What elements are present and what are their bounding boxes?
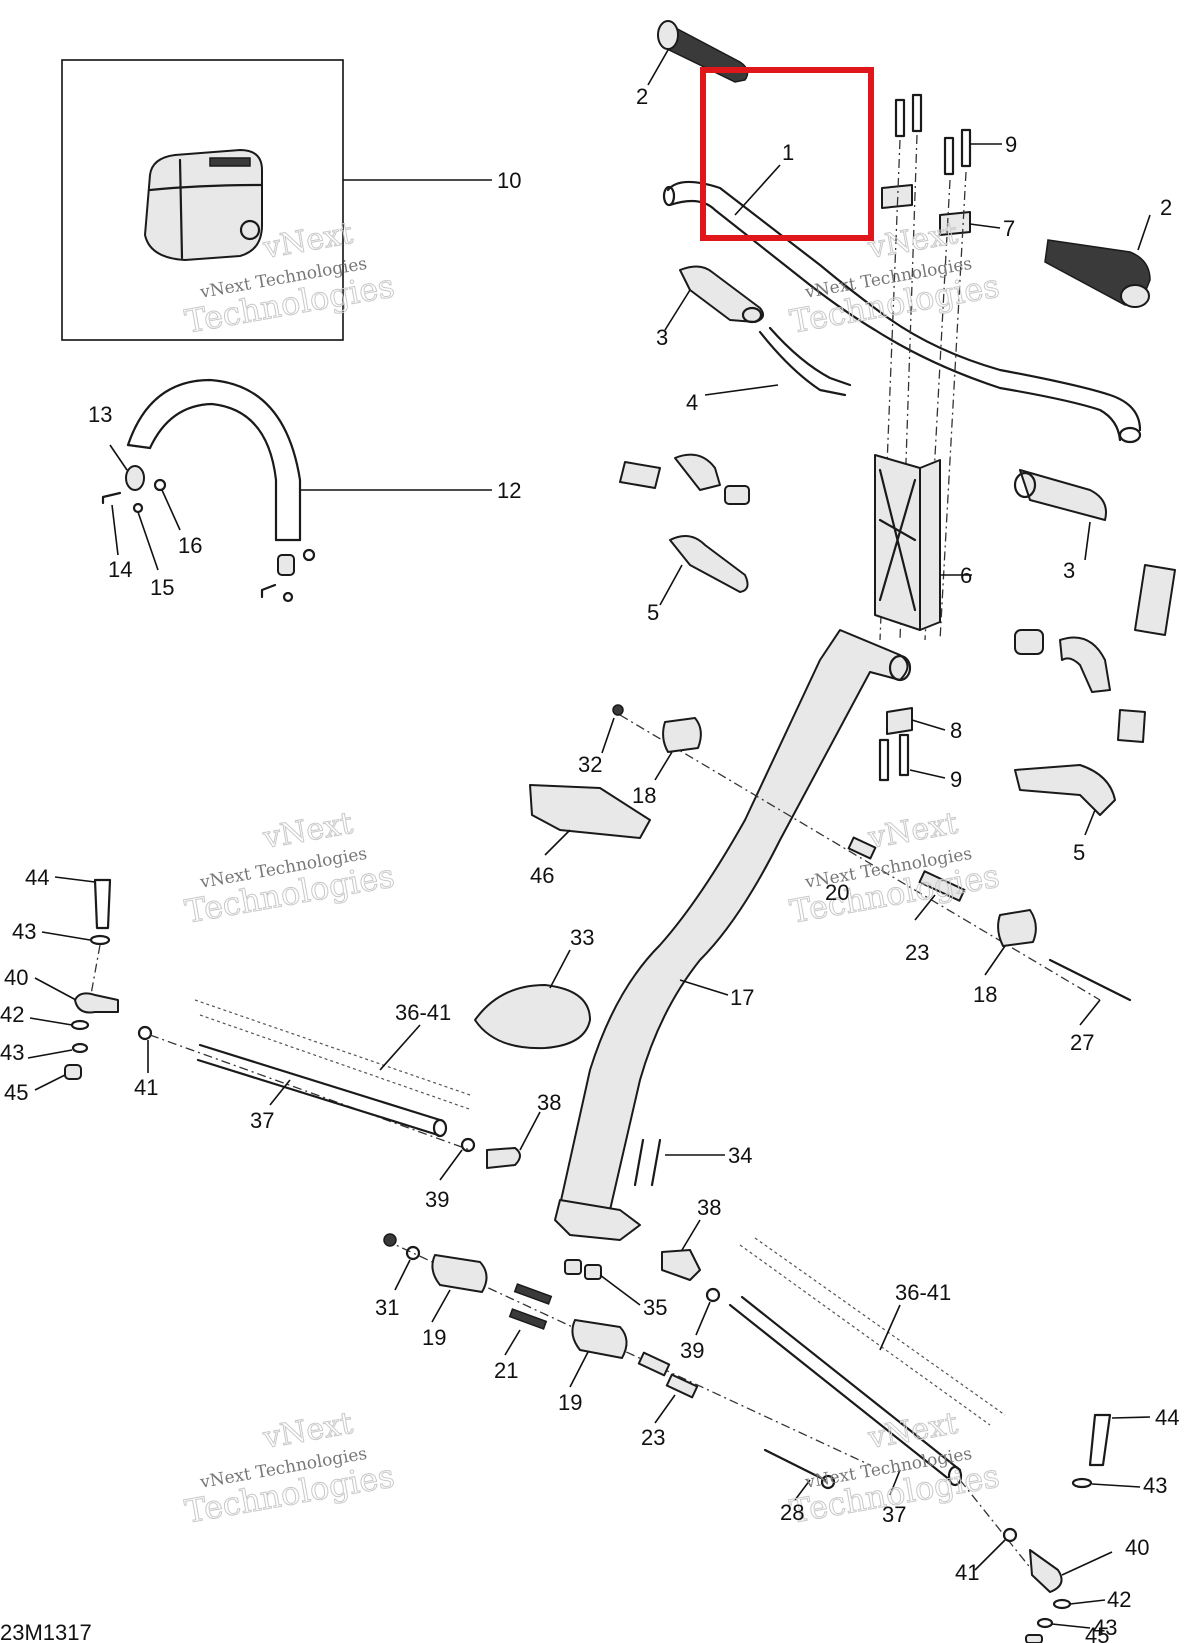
part-7-clamps [879,93,1002,641]
callout-37: 37 [250,1108,274,1133]
callout-40: 40 [1125,1535,1149,1560]
callout-1: 1 [782,140,794,165]
callout-35: 35 [643,1295,667,1320]
part-8-bracket-lower [878,707,946,782]
callout-38: 38 [697,1195,721,1220]
callout-33: 33 [570,925,594,950]
part-6-riser-bracket [874,454,972,631]
callout-14: 14 [108,557,132,582]
callout-2: 2 [1160,195,1172,220]
callout-18: 18 [632,783,656,808]
callout-5: 5 [1073,840,1085,865]
callout-39: 39 [680,1338,704,1363]
callout-27: 27 [1070,1030,1094,1055]
callout-23: 23 [641,1425,665,1450]
inset-box-handlebar-cover [61,59,492,341]
callout-36-41: 36-41 [895,1280,951,1305]
part-3-housing-left [664,265,765,331]
part-1-handlebar [662,164,1142,444]
callout-45: 45 [4,1080,28,1105]
callout-39: 39 [425,1187,449,1212]
callout-19: 19 [422,1325,446,1350]
callout-6: 6 [960,563,972,588]
callout-13: 13 [88,402,112,427]
callout-46: 46 [530,863,554,888]
callout-40: 40 [4,965,28,990]
callout-21: 21 [494,1358,518,1383]
part-2-grip-left [647,20,749,86]
callout-10: 10 [497,168,521,193]
callout-34: 34 [728,1143,752,1168]
callout-19: 19 [558,1390,582,1415]
callout-17: 17 [730,985,754,1010]
callout-12: 12 [497,478,521,503]
callout-43: 43 [1093,1615,1117,1640]
callout-41: 41 [955,1560,979,1585]
part-17-steering-column [554,629,912,1241]
left-tie-rod-assembly [27,876,541,1181]
callout-2: 2 [636,84,648,109]
callout-9: 9 [950,767,962,792]
callout-42: 42 [0,1002,24,1027]
callout-7: 7 [1003,216,1015,241]
callout-41: 41 [134,1075,158,1100]
callout-45: 45 [1085,1623,1109,1643]
highlight-box-part-1 [700,67,874,241]
diagram-code: 23M1317 [0,1620,92,1643]
callout-36-41: 36-41 [395,1000,451,1025]
callout-15: 15 [150,575,174,600]
callout-28: 28 [780,1500,804,1525]
callout-20: 20 [825,880,849,905]
callout-43: 43 [0,1040,24,1065]
right-tie-rod-assembly [661,1219,1151,1643]
callout-44: 44 [25,865,49,890]
part-46-plate [529,784,651,856]
callout-38: 38 [537,1090,561,1115]
callout-9: 9 [1005,132,1017,157]
callout-43: 43 [12,919,36,944]
callout-8: 8 [950,718,962,743]
part-12-hoop [101,378,492,603]
upper-linkage [601,704,1132,1026]
callout-44: 44 [1155,1405,1179,1430]
callout-43: 43 [1143,1473,1167,1498]
part-5-elbow-right [1014,564,1176,836]
small-brackets [619,453,750,606]
callout-37: 37 [882,1502,906,1527]
lower-centre-linkage [383,1138,871,1501]
part-33-cover [474,949,591,1050]
callout-3: 3 [656,325,668,350]
callout-18: 18 [973,982,997,1007]
callout-32: 32 [578,752,602,777]
part-3-housing-right [1013,469,1107,561]
callout-3: 3 [1063,558,1075,583]
callout-4: 4 [686,390,698,415]
callout-42: 42 [1107,1587,1131,1612]
callout-23: 23 [905,940,929,965]
callout-31: 31 [375,1295,399,1320]
part-4-cable [704,326,852,397]
callout-5: 5 [647,600,659,625]
callout-16: 16 [178,533,202,558]
part-2-grip-right [1044,214,1151,308]
callout-labels: 1 2 2 3 3 4 5 5 6 7 8 9 9 10 12 13 14 15… [0,84,1179,1643]
